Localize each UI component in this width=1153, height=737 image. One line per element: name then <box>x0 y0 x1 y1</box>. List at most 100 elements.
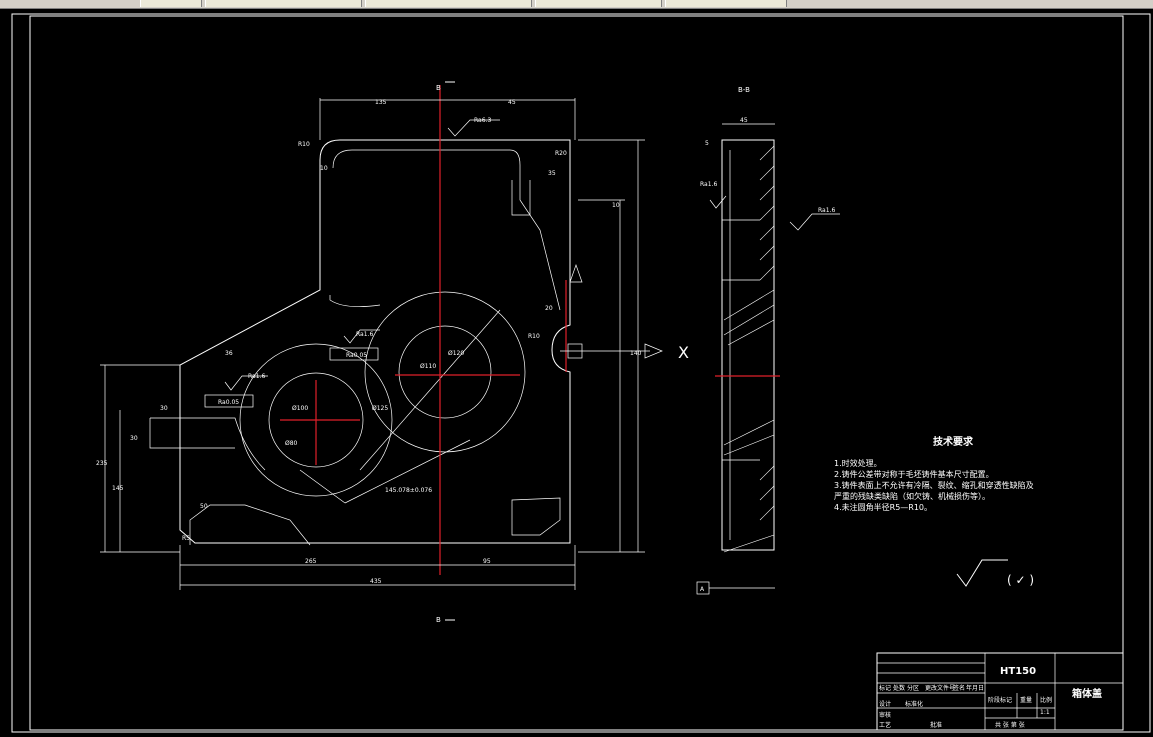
toolbar-tab-2[interactable] <box>205 0 362 7</box>
drawing-canvas[interactable]: X B B 135 R10 45 10 140 20 30 R10 R20 36… <box>0 9 1153 735</box>
dim-text: R20 <box>555 150 567 157</box>
roughness-text: Ra1.6 <box>700 181 717 188</box>
roughness-check-icon <box>956 559 1008 587</box>
dim-text: R5 <box>182 535 190 542</box>
process-label: 工艺 <box>879 721 891 729</box>
hatch <box>727 319 775 346</box>
dim-text: 30 <box>130 435 138 442</box>
dim-text: 45 <box>508 99 516 106</box>
hatch <box>723 534 775 553</box>
sheet-inner-frame <box>29 15 1124 731</box>
command-line-strip[interactable] <box>0 733 1153 737</box>
roughness-text: Ra1.6 <box>818 207 835 214</box>
roughness-symbol <box>343 329 380 344</box>
arrow-head-x <box>644 343 663 359</box>
tech-line: 4.未注圆角半径R5—R10。 <box>834 502 932 512</box>
hatch <box>723 419 775 446</box>
scale-label: 比例 <box>1040 696 1052 704</box>
scale-text: 1:1 <box>1040 709 1050 716</box>
tb-header: 签名 <box>953 684 965 692</box>
window-tab-bar <box>0 0 1153 9</box>
tb-header: 处数 <box>893 684 905 692</box>
title-block: HT150 箱体盖 1:1 比例 重量 阶段标记 共 张 第 张 设计 标准化 … <box>876 652 1124 731</box>
weight-label: 重量 <box>1020 696 1032 704</box>
tb-header: 标记 <box>879 684 891 692</box>
hatch <box>723 304 775 336</box>
hatch <box>759 505 775 521</box>
tech-title: 技术要求 <box>933 435 974 448</box>
bore-dim-text: Ø110 <box>420 363 436 370</box>
bore-outer-right <box>364 291 526 453</box>
title-block-frame <box>876 652 1124 731</box>
tolerance-text: Ra0.05 <box>218 399 239 406</box>
hatch <box>723 434 775 456</box>
tolerance-frame <box>204 394 254 408</box>
toolbar-tab-5[interactable] <box>665 0 787 7</box>
section-label-top: B <box>436 84 441 92</box>
main-view: X B B 135 R10 45 10 140 20 30 R10 R20 36… <box>96 81 689 624</box>
section-view: B-B 45 5 Ra1.6 Ra <box>696 86 840 595</box>
section-dim-text: 45 <box>740 117 748 124</box>
roughness-paren-text: ( ✓ ) <box>1007 573 1034 587</box>
section-outline <box>721 139 775 551</box>
dim-text: 50 <box>200 503 208 510</box>
toolbar-tab-1[interactable] <box>140 0 202 7</box>
center-link-line <box>359 309 501 471</box>
inner-outline <box>189 149 561 546</box>
roughness-text: Ra6.3 <box>474 117 491 124</box>
tb-header: 年月日 <box>966 684 984 692</box>
hatch <box>759 245 775 261</box>
axis-marker-x: X <box>678 343 689 362</box>
bore-dim-text: Ø80 <box>285 440 298 447</box>
dim-text: 20 <box>545 305 553 312</box>
toolbar-tab-3[interactable] <box>365 0 532 7</box>
datum-label: A <box>700 586 705 593</box>
dim-text: 10 <box>320 165 328 172</box>
tech-line: 3.铸件表面上不允许有冷隔、裂纹、缩孔和穿透性缺陷及 <box>834 480 1034 490</box>
tb-header: 分区 <box>907 684 919 692</box>
dim-text: 235 <box>96 460 108 467</box>
material-text: HT150 <box>1000 666 1036 677</box>
left-slot <box>149 417 266 471</box>
toolbar-tab-4[interactable] <box>535 0 662 7</box>
hatch <box>759 145 775 161</box>
center-distance-text: 145.078±0.076 <box>385 487 432 494</box>
tech-line: 2.铸件公差带对称于毛坯铸件基本尺寸配置。 <box>834 469 994 479</box>
tb-header: 更改文件号 <box>925 684 955 692</box>
roughness-symbol <box>789 213 840 231</box>
bore-outer-left <box>239 343 393 497</box>
bore-inner-left <box>268 372 364 468</box>
dim-text: 30 <box>160 405 168 412</box>
stage-label: 阶段标记 <box>988 696 1012 704</box>
review-label: 审核 <box>879 711 891 719</box>
roughness-text: Ra1.6 <box>248 373 265 380</box>
dim-text: 140 <box>630 350 642 357</box>
dim-text: 36 <box>225 350 233 357</box>
dim-text: 95 <box>483 558 491 565</box>
designer-label: 设计 <box>879 700 891 708</box>
cad-drawing-viewport[interactable]: X B B 135 R10 45 10 140 20 30 R10 R20 36… <box>0 9 1153 735</box>
hatch <box>759 225 775 241</box>
tolerance-frame <box>329 347 379 361</box>
section-dim-text: 5 <box>705 140 709 147</box>
dim-text: 145 <box>112 485 124 492</box>
hatch <box>759 205 775 221</box>
part-name-text: 箱体盖 <box>1072 687 1102 700</box>
dim-text: 10 <box>612 202 620 209</box>
hatch <box>723 289 775 321</box>
hatch <box>759 165 775 181</box>
dim-line-145 <box>344 439 471 504</box>
upper-right-pocket <box>511 180 531 216</box>
dim-text: R10 <box>298 141 310 148</box>
roughness-symbol <box>709 195 727 209</box>
dim-text: 265 <box>305 558 317 565</box>
lower-right-pocket <box>511 497 561 536</box>
approve-label: 批准 <box>930 721 942 729</box>
roughness-symbol <box>224 375 268 391</box>
dim-text: 435 <box>370 578 382 585</box>
section-view-title: B-B <box>738 86 750 94</box>
tech-line: 严重的残缺类缺陷（如欠铸、机械损伤等）。 <box>834 491 990 501</box>
hatch <box>759 265 775 281</box>
section-hatching <box>723 145 775 553</box>
general-roughness: ( ✓ ) <box>956 559 1034 587</box>
